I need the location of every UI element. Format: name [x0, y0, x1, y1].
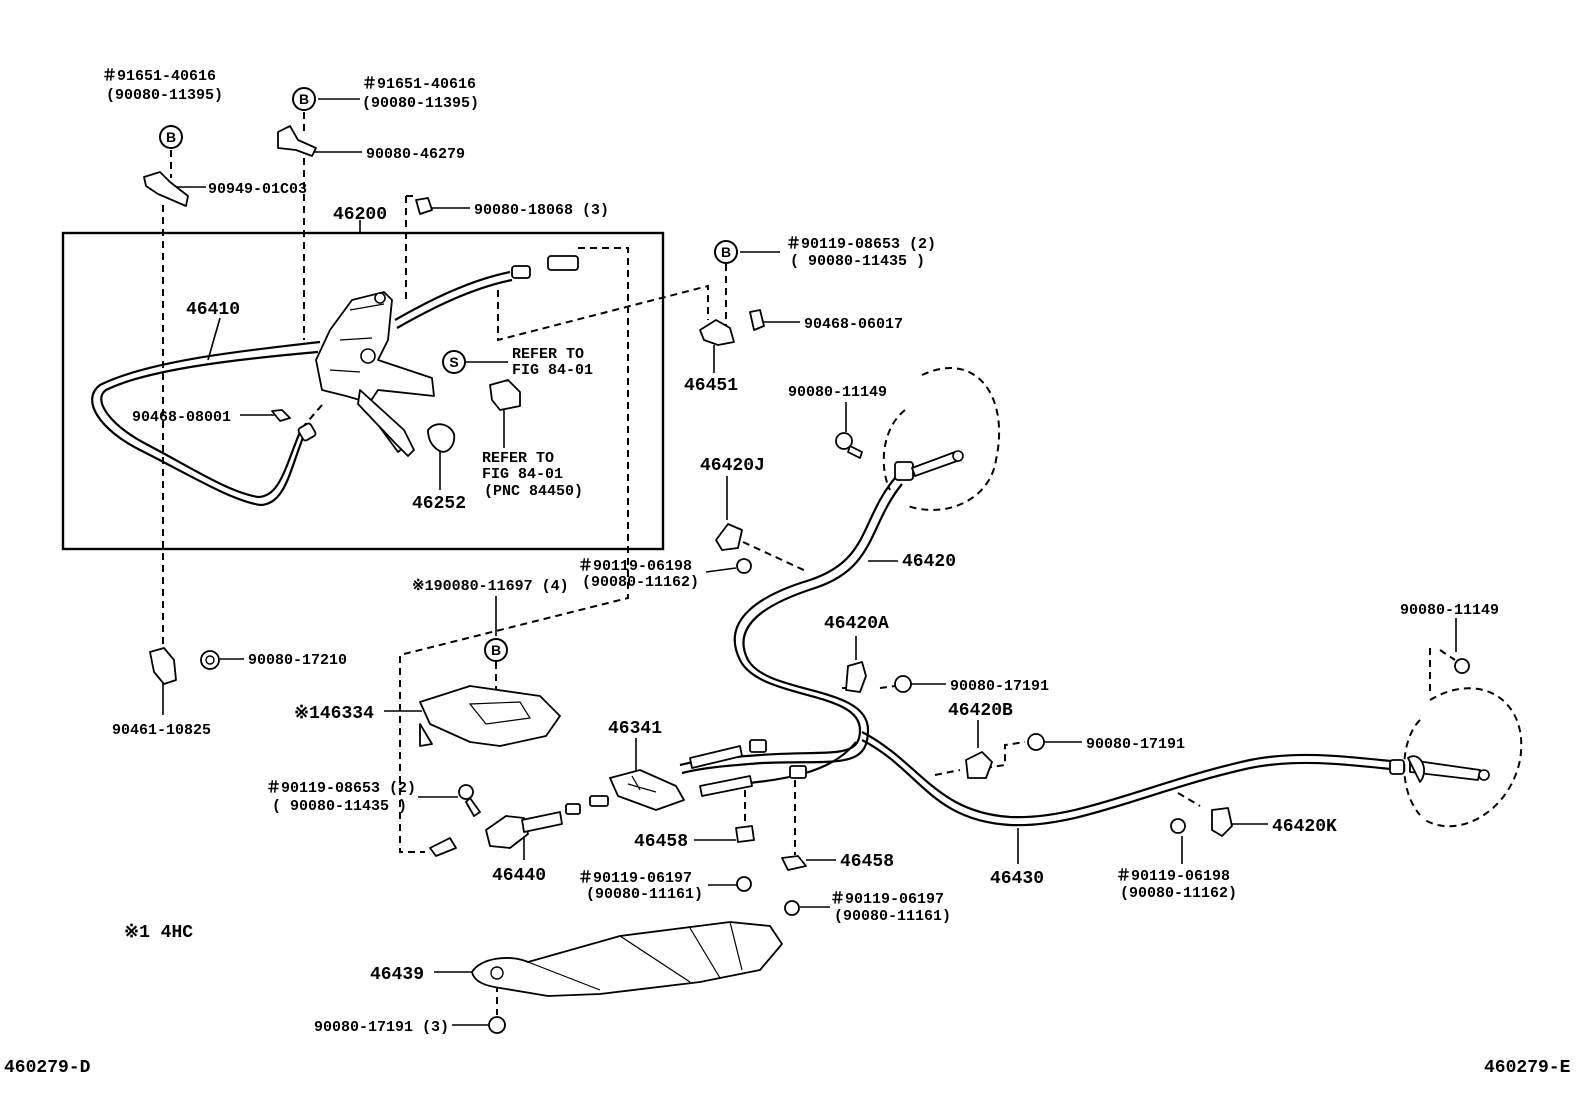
- cable-joint-fittings: [689, 739, 807, 797]
- svg-text:B: B: [166, 129, 176, 145]
- parking-brake-lever: [315, 291, 435, 457]
- label-90080-11161-b: (90080-11161): [834, 908, 951, 925]
- label-refer-to-2a: REFER TO: [482, 450, 554, 467]
- label-46200: 46200: [333, 205, 387, 225]
- label-90080-17210: 90080-17210: [248, 652, 347, 669]
- label-46341: 46341: [608, 719, 662, 739]
- label-90119-08653-top: ＃90119-08653 (2): [786, 236, 936, 253]
- svg-text:B: B: [721, 244, 731, 260]
- label-90080-11395-mid: (90080-11395): [362, 95, 479, 112]
- label-90119-06198-mid: ＃90119-06198: [578, 558, 692, 575]
- cable-end-fittings: [297, 255, 1490, 783]
- label-90468-08001: 90468-08001: [132, 409, 231, 426]
- label-46410: 46410: [186, 300, 240, 320]
- label-90468-06017: 90468-06017: [804, 316, 903, 333]
- label-91651-40616-mid: ＃91651-40616: [362, 76, 476, 93]
- label-46420: 46420: [902, 552, 956, 572]
- footnote-4hc: ※1 4HC: [124, 923, 193, 943]
- label-90080-11162-right: (90080-11162): [1120, 885, 1237, 902]
- label-146334: ※146334: [294, 704, 374, 724]
- label-46458-a: 46458: [634, 832, 688, 852]
- marker-b-right: B: [714, 240, 738, 264]
- label-46252: 46252: [412, 494, 466, 514]
- label-refer-to-1a: REFER TO: [512, 346, 584, 363]
- svg-text:B: B: [299, 91, 309, 107]
- marker-s: S: [442, 350, 466, 374]
- cable-46410: [91, 340, 321, 507]
- svg-text:B: B: [491, 642, 501, 658]
- figure-code-right: 460279-E: [1484, 1058, 1571, 1078]
- intermediate-lever-46440: [429, 795, 609, 857]
- label-90080-11162-mid: (90080-11162): [582, 574, 699, 591]
- label-46430: 46430: [990, 869, 1044, 889]
- label-90949-01c03: 90949-01C03: [208, 181, 307, 198]
- label-46420a: 46420A: [824, 614, 889, 634]
- label-90080-11697: ※190080-11697 (4): [412, 578, 569, 595]
- label-90080-17191-b: 90080-17191: [1086, 736, 1185, 753]
- label-46420b: 46420B: [948, 701, 1013, 721]
- bracket-146334: [419, 685, 561, 747]
- label-refer-to-1b: FIG 84-01: [512, 362, 593, 379]
- label-refer-to-2c: (PNC 84450): [484, 483, 583, 500]
- label-90119-06197-a: ＃90119-06197: [578, 870, 692, 887]
- cover-46439: [471, 921, 783, 997]
- cable-46200: [394, 270, 513, 329]
- label-46440: 46440: [492, 866, 546, 886]
- label-46439: 46439: [370, 965, 424, 985]
- label-46420k: 46420K: [1272, 817, 1337, 837]
- label-90080-46279: 90080-46279: [366, 146, 465, 163]
- label-90080-18068: 90080-18068 (3): [474, 202, 609, 219]
- marker-b-top-left: B: [159, 125, 183, 149]
- label-46458-b: 46458: [840, 852, 894, 872]
- label-90080-11435-top: ( 90080-11435 ): [790, 253, 925, 270]
- label-91651-40616-left: ＃91651-40616: [102, 68, 216, 85]
- label-90119-06197-b: ＃90119-06197: [830, 891, 944, 908]
- part-labels: ＃91651-40616 (90080-11395) ＃91651-40616 …: [4, 68, 1571, 1078]
- label-refer-to-2b: FIG 84-01: [482, 466, 563, 483]
- svg-text:S: S: [449, 354, 458, 370]
- marker-b-top-mid: B: [292, 87, 316, 111]
- label-46420j: 46420J: [700, 456, 765, 476]
- label-90080-17191-a: 90080-17191: [950, 678, 1049, 695]
- cable-46420: [679, 477, 903, 775]
- label-90119-08653-low: ＃90119-08653 (2): [266, 780, 416, 797]
- marker-b-bottom: B: [484, 638, 508, 662]
- label-90080-11161-a: (90080-11161): [586, 886, 703, 903]
- label-90080-17191-c: 90080-17191 (3): [314, 1019, 449, 1036]
- equalizer-46341: [609, 769, 685, 811]
- figure-code-left: 460279-D: [4, 1058, 91, 1078]
- clips-and-brackets: [143, 125, 1470, 1034]
- label-90119-06198-right: ＃90119-06198: [1116, 868, 1230, 885]
- label-90080-11395-left: (90080-11395): [106, 87, 223, 104]
- label-90080-11435-low: ( 90080-11435 ): [272, 798, 407, 815]
- label-90080-11149-a: 90080-11149: [788, 384, 887, 401]
- label-90461-10825: 90461-10825: [112, 722, 211, 739]
- label-90080-11149-b: 90080-11149: [1400, 602, 1499, 619]
- label-46451: 46451: [684, 376, 738, 396]
- assembly-46200-box: [61, 231, 665, 551]
- cable-46430: [729, 731, 1401, 827]
